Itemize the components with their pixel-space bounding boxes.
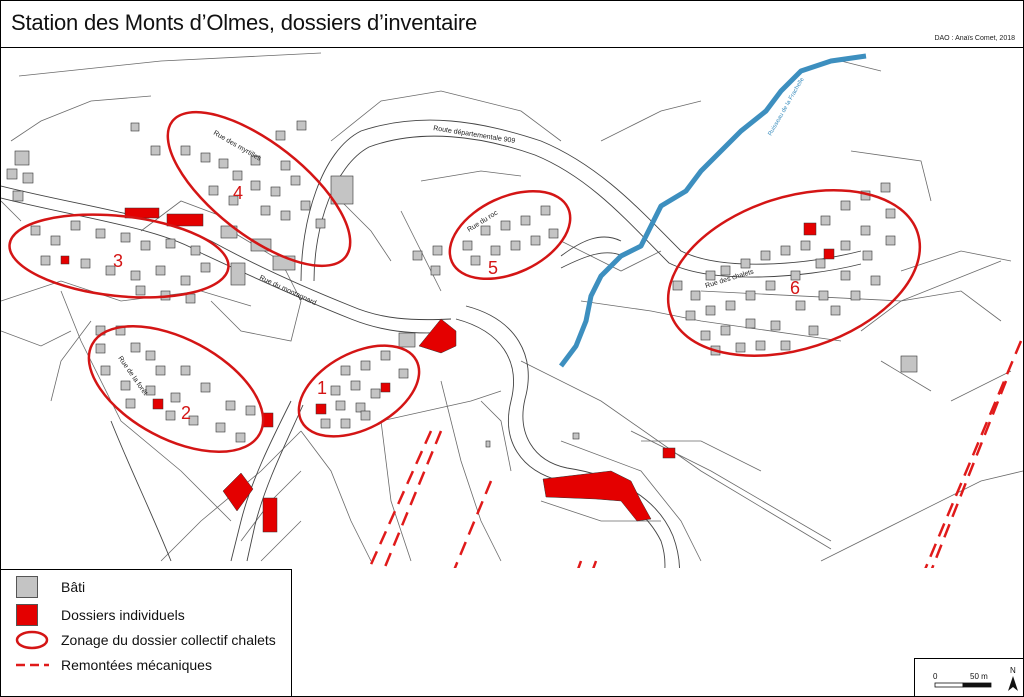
legend-red-ellipse-icon bbox=[15, 629, 49, 651]
title-bar: Station des Monts d’Olmes, dossiers d’in… bbox=[1, 1, 1023, 48]
zone-4-outline[interactable] bbox=[144, 85, 374, 293]
map-canvas[interactable]: Ruisseau de la Frachelle bbox=[1, 48, 1023, 568]
legend-red-square-icon bbox=[15, 604, 49, 626]
zone-1-outline[interactable] bbox=[284, 327, 434, 455]
legend-grey-square-icon bbox=[15, 576, 49, 598]
label-rd909: Route départementale 909 bbox=[433, 125, 516, 145]
zone-5-outline[interactable] bbox=[436, 174, 584, 297]
zone-3-outline[interactable] bbox=[5, 205, 232, 308]
stream bbox=[559, 53, 867, 368]
zone-6-outline[interactable] bbox=[647, 161, 941, 386]
scale-box: 0 50 m N bbox=[914, 658, 1023, 696]
legend-item-remontees: Remontées mécaniques bbox=[15, 654, 212, 676]
individual-files bbox=[60, 207, 835, 533]
map-title: Station des Monts d’Olmes, dossiers d’in… bbox=[11, 10, 478, 35]
north-arrow-icon bbox=[1008, 676, 1018, 691]
scale-bar-white bbox=[934, 682, 964, 688]
label-myrtilles: Rue des myrtilles bbox=[212, 130, 262, 163]
legend-label: Zonage du dossier collectif chalets bbox=[61, 632, 276, 648]
legend-label: Dossiers individuels bbox=[61, 607, 185, 623]
legend-item-individuels: Dossiers individuels bbox=[15, 604, 185, 626]
zone-number-6: 6 bbox=[790, 278, 800, 298]
road-labels: Route départementale 909 Rue des myrtill… bbox=[116, 125, 755, 397]
zone-number-5: 5 bbox=[488, 258, 498, 278]
label-foret: Rue de la forêt bbox=[116, 355, 148, 397]
legend-label: Remontées mécaniques bbox=[61, 657, 212, 673]
grey-buildings bbox=[6, 120, 918, 448]
legend-item-zonage: Zonage du dossier collectif chalets bbox=[15, 629, 276, 651]
scale-bar-black bbox=[962, 682, 992, 688]
north-label: N bbox=[1010, 666, 1016, 675]
collective-zones bbox=[5, 85, 941, 477]
legend-label: Bâti bbox=[61, 579, 86, 595]
legend-panel: Bâti Dossiers individuels Zonage du doss… bbox=[1, 569, 292, 696]
zone-2-outline[interactable] bbox=[69, 300, 284, 477]
zone-number-3: 3 bbox=[113, 251, 123, 271]
scale-zero: 0 bbox=[933, 672, 938, 681]
parcel-lines bbox=[1, 52, 1023, 562]
legend-item-bati: Bâti bbox=[15, 576, 85, 598]
zone-number-2: 2 bbox=[181, 403, 191, 423]
scale-distance: 50 m bbox=[970, 672, 988, 681]
zone-number-4: 4 bbox=[233, 183, 243, 203]
ski-lifts bbox=[368, 340, 1023, 568]
zone-numbers: 1 2 3 4 5 6 bbox=[113, 183, 800, 423]
map-credit: DAO : Anaïs Comet, 2018 bbox=[934, 35, 1015, 42]
legend-red-dashed-line-icon bbox=[15, 654, 49, 676]
zone-number-1: 1 bbox=[317, 378, 327, 398]
